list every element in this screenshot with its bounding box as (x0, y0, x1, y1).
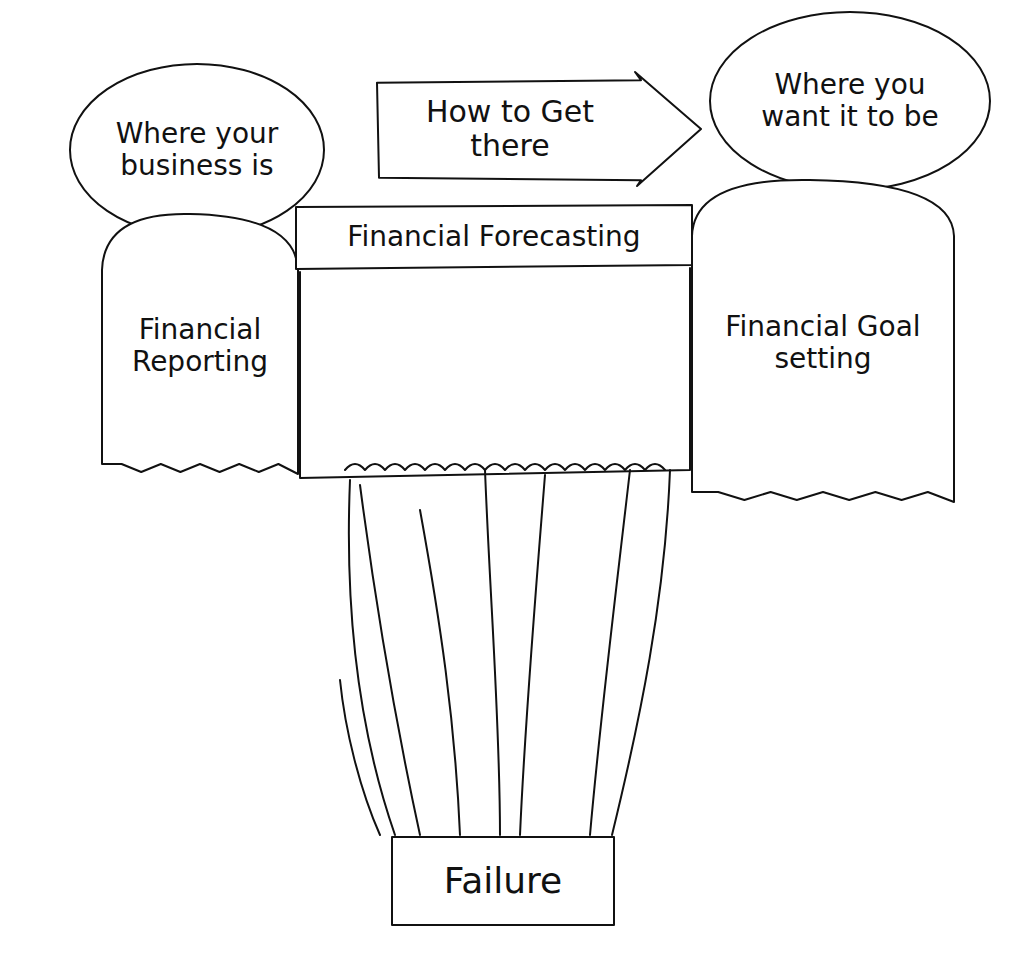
box-outline (392, 837, 614, 925)
fall-streak (485, 470, 500, 835)
fall-streak (520, 475, 545, 835)
node-label: Where you want it to be (750, 69, 950, 133)
goal-oval: Where you want it to be (708, 10, 992, 192)
bridge-band: Financial Forecasting (296, 203, 692, 271)
node-label: Failure (444, 860, 562, 901)
chasm-outline (300, 268, 690, 478)
arrow-outline (377, 72, 701, 186)
cliff-outline (102, 214, 298, 474)
oval-outline (70, 64, 324, 236)
node-label: Financial Goal setting (706, 311, 940, 375)
fall-streak (349, 480, 395, 835)
fall-streak (612, 470, 670, 835)
node-label: Financial Reporting (114, 314, 286, 378)
node-label: How to Get there (397, 95, 623, 164)
direction-arrow: How to Get there (375, 68, 703, 190)
band-outline (296, 205, 692, 269)
cliff-right: Financial Goal setting (690, 176, 956, 510)
fall-streak (360, 485, 420, 835)
fall-streak (420, 510, 460, 835)
cliff-left: Financial Reporting (100, 210, 300, 482)
failure-box: Failure (390, 835, 616, 927)
node-label: Financial Forecasting (347, 221, 640, 253)
edge-scribble (345, 464, 665, 470)
cliff-outline (692, 180, 954, 502)
oval-outline (710, 12, 990, 190)
start-oval: Where your business is (68, 62, 326, 238)
fall-streak (340, 680, 380, 835)
node-label: Where your business is (106, 118, 288, 182)
